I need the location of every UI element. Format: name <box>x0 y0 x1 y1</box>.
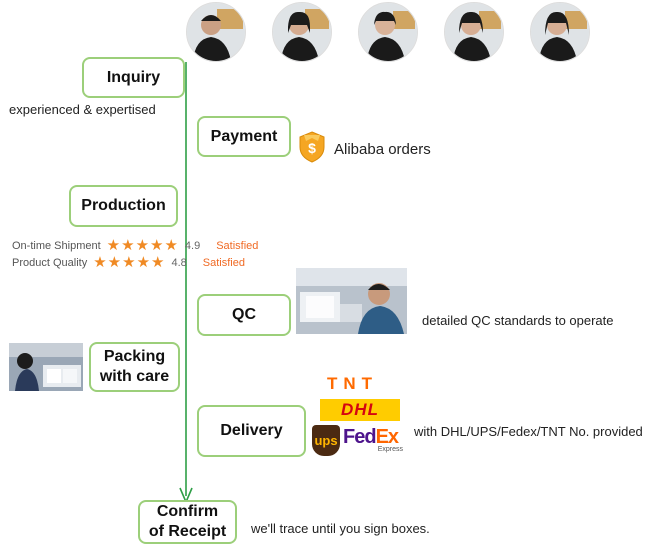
fedex-logo-fed: Fed <box>343 426 377 448</box>
rating-product-quality: Product Quality ★★★★★ 4.8 Satisfied <box>12 255 245 271</box>
fedex-logo-sub: Express <box>377 446 403 453</box>
step-production-label: Production <box>81 197 166 214</box>
star-icon: ★ <box>121 237 135 254</box>
step-packing-label-line2: with care <box>99 368 170 385</box>
person-photo-1 <box>187 3 245 61</box>
inquiry-note: experienced & expertised <box>9 102 156 117</box>
star-icon: ★ <box>151 254 165 271</box>
packing-photo <box>9 343 83 391</box>
step-production: Production <box>69 185 178 227</box>
qc-note: detailed QC standards to operate <box>422 313 614 328</box>
rating-label: Product Quality <box>12 257 88 269</box>
star-icon: ★ <box>136 254 151 271</box>
team-avatar-3 <box>358 2 418 62</box>
team-avatar-1 <box>186 2 246 62</box>
tnt-logo-text: TNT <box>327 374 379 393</box>
star-icon: ★ <box>93 254 107 271</box>
person-photo-5 <box>531 3 589 61</box>
rating-status: Satisfied <box>216 240 259 252</box>
step-packing: Packing with care <box>89 342 180 392</box>
person-photo-3 <box>359 3 417 61</box>
step-inquiry-label: Inquiry <box>106 68 161 86</box>
payment-badge-symbol: $ <box>308 140 316 156</box>
step-payment: Payment <box>197 116 291 157</box>
star-icon: ★ <box>122 254 136 271</box>
rating-score: 4.8 <box>171 257 187 269</box>
step-inquiry: Inquiry <box>82 57 185 98</box>
rating-ontime-shipment: On-time Shipment ★★★★★ 4.9 Satisfied <box>12 238 258 254</box>
payment-badge-icon: $ <box>298 131 326 163</box>
payment-note: Alibaba orders <box>334 141 431 158</box>
team-avatar-5 <box>530 2 590 62</box>
qc-photo <box>296 268 407 334</box>
person-photo-4 <box>445 3 503 61</box>
dhl-logo-text: DHL <box>341 400 379 419</box>
fedex-logo: FedEx Express <box>343 426 407 456</box>
confirm-note: we'll trace until you sign boxes. <box>251 521 430 536</box>
person-photo-2 <box>273 3 331 61</box>
timeline-arrow <box>179 62 193 505</box>
qc-inspection-image <box>296 268 407 334</box>
step-payment-label: Payment <box>210 127 278 145</box>
tnt-logo: TNT <box>327 374 378 394</box>
star-rating: ★★★★★ <box>106 237 179 254</box>
star-icon: ★ <box>164 237 178 254</box>
step-packing-label-line1: Packing <box>103 348 166 365</box>
rating-score: 4.9 <box>184 240 201 252</box>
fedex-logo-ex: Ex <box>375 426 399 448</box>
team-avatar-4 <box>444 2 504 62</box>
step-qc-label: QC <box>232 306 256 323</box>
ups-logo: ups <box>312 425 340 456</box>
dhl-logo: DHL <box>320 399 400 421</box>
star-icon: ★ <box>150 237 164 254</box>
star-icon: ★ <box>107 254 122 271</box>
ups-logo-text: ups <box>314 433 338 448</box>
star-icon: ★ <box>106 237 121 254</box>
step-confirm-label-line1: Confirm <box>156 503 219 520</box>
delivery-note: with DHL/UPS/Fedex/TNT No. provided <box>414 424 643 439</box>
step-delivery: Delivery <box>197 405 306 457</box>
step-qc: QC <box>197 294 291 336</box>
star-rating: ★★★★★ <box>93 254 165 271</box>
packing-image <box>9 343 83 391</box>
star-icon: ★ <box>135 237 150 254</box>
step-confirm-label-line2: of Receipt <box>148 523 227 540</box>
step-delivery-label: Delivery <box>220 422 283 439</box>
courier-logos: TNT DHL ups FedEx Express <box>310 372 408 458</box>
team-avatar-2 <box>272 2 332 62</box>
rating-status: Satisfied <box>202 257 245 269</box>
step-confirm-receipt: Confirm of Receipt <box>138 500 237 544</box>
shield-badge-icon <box>299 131 325 163</box>
rating-label: On-time Shipment <box>12 240 101 252</box>
